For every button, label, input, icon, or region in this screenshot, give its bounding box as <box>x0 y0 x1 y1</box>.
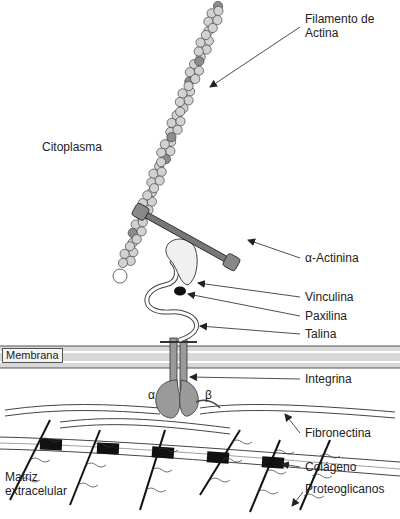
proteoglycan-core <box>70 430 100 505</box>
actin-bead <box>167 133 176 142</box>
leader-line <box>188 294 300 316</box>
vinculin-shape <box>166 239 197 285</box>
part-label: Proteoglicanos <box>305 482 400 496</box>
leader-line <box>248 240 300 258</box>
membrane-line <box>0 346 400 347</box>
leader-line <box>190 377 300 379</box>
part-label: Talina <box>305 327 395 341</box>
membrane-line <box>0 368 400 369</box>
band-label: Membrana <box>2 348 63 363</box>
part-label: Matriz extracelular <box>5 470 85 498</box>
leader-line <box>282 464 300 467</box>
membrane-drawing <box>0 346 400 368</box>
actin-bead <box>150 184 159 193</box>
actin-bead <box>176 107 185 116</box>
collagen-fibre <box>0 437 400 476</box>
membrane-band: Membrana <box>0 346 400 368</box>
actin-bead <box>214 6 223 15</box>
collagen-band <box>97 442 120 454</box>
fibronectin-strand <box>5 405 160 411</box>
part-label: α-Actinina <box>305 251 395 265</box>
actin-bead <box>118 258 127 267</box>
integrin-drawing <box>156 338 220 418</box>
fibronectin-strand <box>60 425 230 434</box>
collagen-edge <box>0 437 400 462</box>
fibronectin-strand <box>5 411 160 417</box>
leader-line <box>292 492 303 506</box>
part-label: β <box>205 388 217 402</box>
leader-line <box>210 27 300 87</box>
actin-bead <box>195 57 204 66</box>
actin-bead <box>191 74 200 83</box>
leader-line <box>198 283 300 297</box>
leader-line <box>285 414 300 433</box>
fibronectin-strand <box>200 411 395 418</box>
actin-bead <box>178 89 187 98</box>
actin-end-cap <box>113 269 127 283</box>
integrin-beta-head <box>180 380 199 416</box>
actin-bead <box>173 125 182 134</box>
membrane-fill <box>0 346 400 368</box>
glycan-chain <box>146 448 178 492</box>
paxillin-shape <box>174 287 186 296</box>
actin-bead <box>132 235 141 244</box>
part-label: Fibronectina <box>305 426 400 440</box>
alpha-actinin-drawing <box>131 202 241 271</box>
actin-bead <box>160 140 169 149</box>
proteoglycan-core <box>300 440 330 510</box>
actin-bead <box>157 167 166 176</box>
alpha-actinin-end <box>222 253 241 272</box>
part-label: Filamento de Actina <box>305 12 395 40</box>
glycan-chain <box>258 450 294 494</box>
actin-bead <box>184 82 193 91</box>
alpha-actinin-rod <box>141 210 231 264</box>
actin-bead <box>157 148 166 157</box>
actin-bead <box>155 176 164 185</box>
alpha-actinin-end <box>131 202 150 221</box>
actin-bead <box>157 158 166 167</box>
part-label: Citoplasma <box>42 140 122 154</box>
leader-lines <box>188 27 303 506</box>
collagen-edge <box>0 449 400 476</box>
actin-filament <box>113 1 223 283</box>
proteoglycan-core <box>200 430 240 495</box>
actin-bead <box>176 117 185 126</box>
actin-bead <box>196 38 205 47</box>
integrin-alpha-head <box>156 380 180 418</box>
glycan-chain <box>78 443 114 487</box>
proteoglycan-chains <box>20 438 340 498</box>
part-label: Colágeno <box>305 460 395 474</box>
actin-bead <box>175 97 184 106</box>
glycan-chain <box>210 440 252 482</box>
part-label: Paxilina <box>305 309 395 323</box>
actin-bead <box>194 66 203 75</box>
fibronectin-strand <box>60 419 230 428</box>
part-label: α <box>148 388 160 402</box>
actin-bead <box>194 47 203 56</box>
proteoglycan-group <box>10 420 330 512</box>
leader-line <box>200 326 300 334</box>
actin-bead <box>120 249 129 258</box>
part-label: Vinculina <box>305 290 395 304</box>
actin-bead <box>208 23 217 32</box>
part-label: Integrina <box>305 372 395 386</box>
